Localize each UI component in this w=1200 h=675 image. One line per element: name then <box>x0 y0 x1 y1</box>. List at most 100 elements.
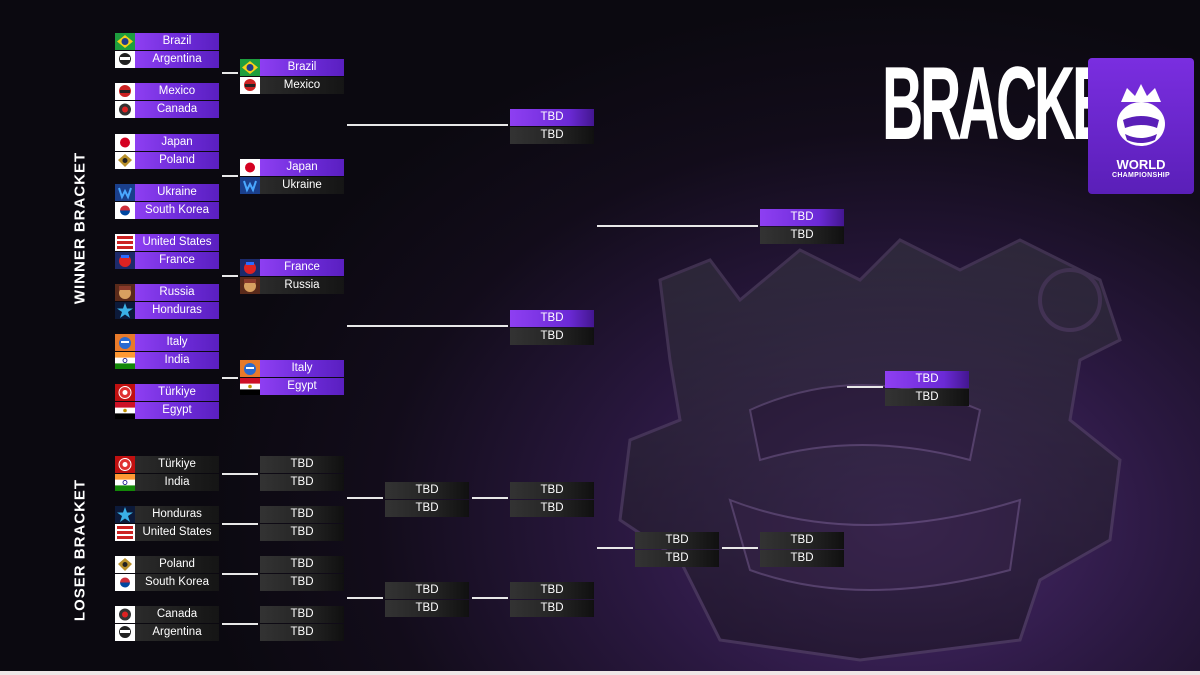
match-slot[interactable]: TBD <box>385 500 469 517</box>
team-name: Italy <box>135 334 219 351</box>
team-name: TBD <box>260 606 344 623</box>
united-states-mascot-icon <box>115 234 135 251</box>
match-slot[interactable]: TBD <box>510 109 594 126</box>
team-name: TBD <box>510 582 594 599</box>
match-slot[interactable]: Brazil <box>115 33 219 50</box>
team-name: Egypt <box>260 378 344 395</box>
match-slot[interactable]: United States <box>115 234 219 251</box>
brazil-flag-icon <box>240 59 260 76</box>
match-slot[interactable]: India <box>115 474 219 491</box>
mascot-watermark-icon <box>618 238 1122 662</box>
match-slot[interactable]: TBD <box>260 624 344 641</box>
team-name: Russia <box>260 277 344 294</box>
match-slot[interactable]: TBD <box>885 389 969 406</box>
turkiye-mascot-icon <box>115 456 135 473</box>
match-slot[interactable]: TBD <box>260 506 344 523</box>
match-slot[interactable]: TBD <box>510 127 594 144</box>
japan-flag-icon <box>115 134 135 151</box>
match-slot[interactable]: South Korea <box>115 574 219 591</box>
match-slot[interactable]: Italy <box>240 360 344 377</box>
team-name: Ukraine <box>135 184 219 201</box>
match-slot[interactable]: India <box>115 352 219 369</box>
match-slot[interactable]: TBD <box>510 582 594 599</box>
team-name: TBD <box>510 127 594 144</box>
match-slot[interactable]: Canada <box>115 606 219 623</box>
match-slot[interactable]: Mexico <box>240 77 344 94</box>
match-slot[interactable]: Argentina <box>115 51 219 68</box>
match-slot[interactable]: TBD <box>635 550 719 567</box>
match-slot[interactable]: TBD <box>635 532 719 549</box>
match-slot[interactable]: TBD <box>260 556 344 573</box>
team-name: Brazil <box>260 59 344 76</box>
bracket-connector <box>347 597 383 599</box>
team-name: United States <box>135 234 219 251</box>
team-name: France <box>135 252 219 269</box>
match-slot[interactable]: France <box>115 252 219 269</box>
team-name: TBD <box>260 474 344 491</box>
bracket-connector <box>222 573 258 575</box>
team-name: TBD <box>510 482 594 499</box>
match-slot[interactable]: TBD <box>760 532 844 549</box>
match-slot[interactable]: Honduras <box>115 506 219 523</box>
team-name: Italy <box>260 360 344 377</box>
match-slot[interactable]: Argentina <box>115 624 219 641</box>
match-slot[interactable]: Türkiye <box>115 384 219 401</box>
match-slot[interactable]: TBD <box>760 209 844 226</box>
bracket-connector <box>222 523 258 525</box>
bracket-connector <box>597 547 633 549</box>
match-slot[interactable]: TBD <box>260 574 344 591</box>
match-slot[interactable]: TBD <box>260 524 344 541</box>
match-slot[interactable]: Poland <box>115 556 219 573</box>
match-slot[interactable]: Ukraine <box>240 177 344 194</box>
winner-bracket-label: WINNER BRACKET <box>71 151 89 305</box>
match-slot[interactable]: TBD <box>510 482 594 499</box>
match-slot[interactable]: Egypt <box>240 378 344 395</box>
match-slot[interactable]: Russia <box>240 277 344 294</box>
team-name: TBD <box>260 574 344 591</box>
match-slot[interactable]: TBD <box>510 500 594 517</box>
honduras-star-icon <box>115 506 135 523</box>
team-name: TBD <box>635 550 719 567</box>
match-slot[interactable]: TBD <box>260 606 344 623</box>
match-slot[interactable]: United States <box>115 524 219 541</box>
match-slot[interactable]: TBD <box>385 482 469 499</box>
match-slot[interactable]: Brazil <box>240 59 344 76</box>
team-name: Türkiye <box>135 456 219 473</box>
match-slot[interactable]: TBD <box>385 600 469 617</box>
match-slot[interactable]: Türkiye <box>115 456 219 473</box>
match-slot[interactable]: TBD <box>385 582 469 599</box>
match-slot[interactable]: France <box>240 259 344 276</box>
bracket-connector <box>222 623 258 625</box>
match-slot[interactable]: Egypt <box>115 402 219 419</box>
match-slot[interactable]: TBD <box>510 328 594 345</box>
match-slot[interactable]: Ukraine <box>115 184 219 201</box>
team-name: TBD <box>385 500 469 517</box>
match-slot[interactable]: TBD <box>760 550 844 567</box>
match-slot[interactable]: TBD <box>760 227 844 244</box>
italy-mascot-icon <box>115 334 135 351</box>
team-name: TBD <box>760 209 844 226</box>
team-name: United States <box>135 524 219 541</box>
match-slot[interactable]: TBD <box>885 371 969 388</box>
team-name: Poland <box>135 152 219 169</box>
match-slot[interactable]: Japan <box>115 134 219 151</box>
match-slot[interactable]: TBD <box>510 600 594 617</box>
match-slot[interactable]: TBD <box>260 474 344 491</box>
match-slot[interactable]: Japan <box>240 159 344 176</box>
match-slot[interactable]: Poland <box>115 152 219 169</box>
match-slot[interactable]: TBD <box>510 310 594 327</box>
poland-mascot-icon <box>115 556 135 573</box>
bracket-connector <box>222 377 238 379</box>
match-slot[interactable]: Canada <box>115 101 219 118</box>
match-slot[interactable]: Russia <box>115 284 219 301</box>
match-slot[interactable]: South Korea <box>115 202 219 219</box>
team-name: TBD <box>260 624 344 641</box>
match-slot[interactable]: Italy <box>115 334 219 351</box>
team-name: France <box>260 259 344 276</box>
match-slot[interactable]: Honduras <box>115 302 219 319</box>
match-slot[interactable]: Mexico <box>115 83 219 100</box>
match-slot[interactable]: TBD <box>260 456 344 473</box>
team-name: Türkiye <box>135 384 219 401</box>
logo-text-world: WORLD <box>1116 157 1166 172</box>
team-name: Canada <box>135 606 219 623</box>
